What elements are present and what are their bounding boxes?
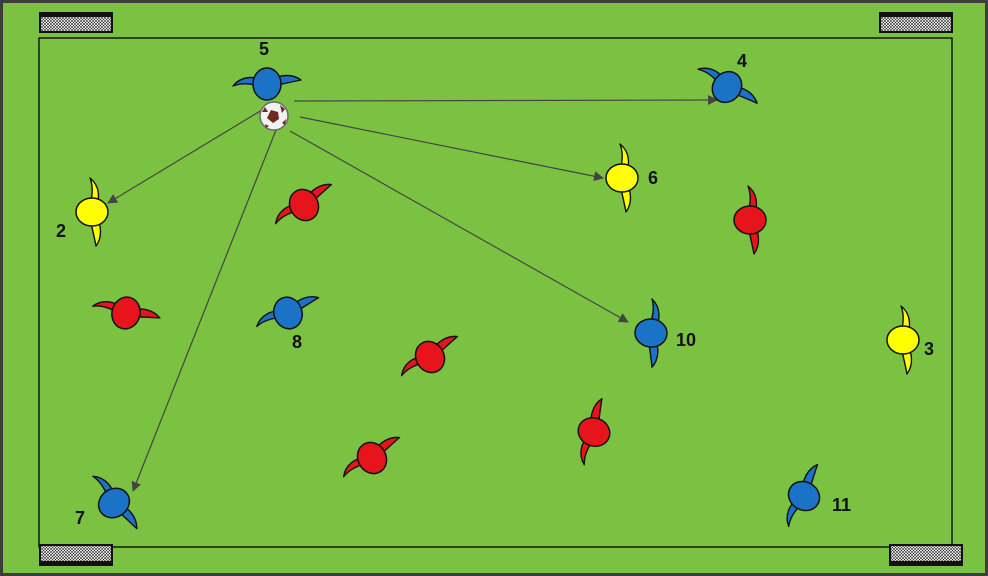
player-blue-4 [697,67,758,104]
label-6: 6 [648,168,658,188]
label-11: 11 [832,495,851,515]
player-blue-11 [786,463,821,528]
player-blue-10 [634,298,668,368]
player-red-r5 [342,436,401,478]
pitch-boundary-line [38,37,953,548]
label-5: 5 [259,39,269,59]
player-red-r4 [400,335,459,377]
pass-arrows [107,95,718,492]
pass-arrow-5-to-4 [293,95,718,106]
label-10: 10 [676,330,696,350]
goal-bottom-right [889,544,963,566]
label-3: 3 [924,339,934,359]
pass-arrow-5-to-10 [289,130,629,323]
soccer-ball-icon [259,101,289,131]
pass-arrow-5-to-2 [107,109,263,204]
label-4: 4 [737,51,747,71]
label-7: 7 [75,508,85,528]
player-blue-8 [256,296,320,330]
player-yellow-2 [75,177,109,247]
player-blue-7 [92,475,138,530]
pass-arrow-5-to-7 [131,129,277,492]
player-yellow-6 [605,143,639,213]
player-red-r1 [274,183,333,225]
player-yellow-3 [886,305,920,375]
goal-bottom-left [39,544,113,566]
player-blue-5 [232,67,302,101]
label-2: 2 [56,221,66,241]
player-red-r2 [733,185,767,255]
goal-top-left [39,12,113,33]
pass-arrow-5-to-6 [299,116,604,182]
goal-top-right [879,12,953,33]
player-red-r6 [577,397,611,466]
label-8: 8 [292,332,302,352]
player-labels: 5 4 6 2 8 10 3 7 11 [56,39,934,528]
player-red-r3 [91,296,161,330]
players [75,67,920,530]
